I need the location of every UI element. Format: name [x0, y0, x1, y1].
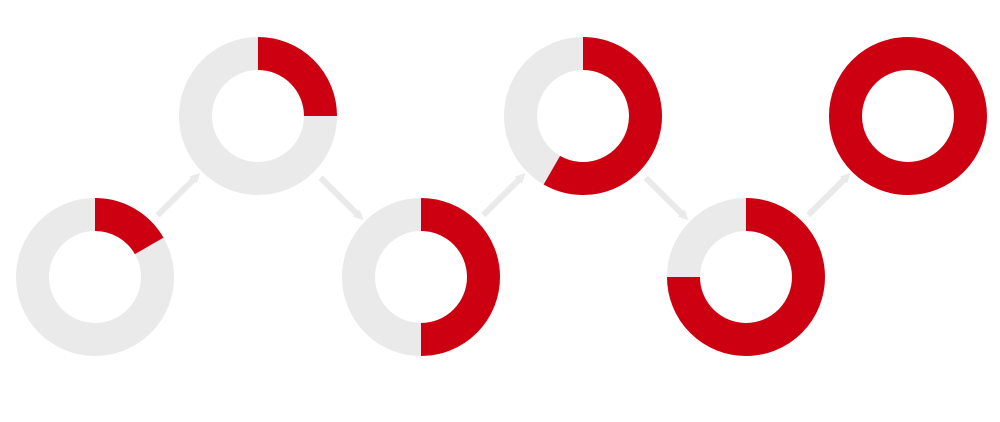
connector-arrow-2 — [318, 175, 364, 221]
progress-ring-3 — [342, 198, 500, 356]
progress-ring-6 — [829, 37, 987, 195]
connector-arrows — [155, 172, 851, 221]
ring-progress-fill — [667, 198, 825, 356]
progress-ring-1 — [16, 198, 174, 356]
ring-progress-fill — [829, 37, 987, 195]
connector-arrow-1 — [155, 172, 201, 218]
progress-ring-2 — [179, 37, 337, 195]
connector-arrow-4 — [643, 175, 689, 221]
ring-progress-fill — [420, 198, 500, 356]
progress-ring-4 — [504, 37, 662, 195]
connector-arrow-3 — [481, 173, 526, 218]
ring-progress-fill — [257, 37, 337, 117]
connector-arrow-5 — [806, 173, 851, 218]
progress-ring-5 — [667, 198, 825, 356]
ring-progress-fill — [94, 198, 164, 255]
progress-rings — [16, 37, 987, 356]
ring-progress-fill — [543, 37, 662, 195]
